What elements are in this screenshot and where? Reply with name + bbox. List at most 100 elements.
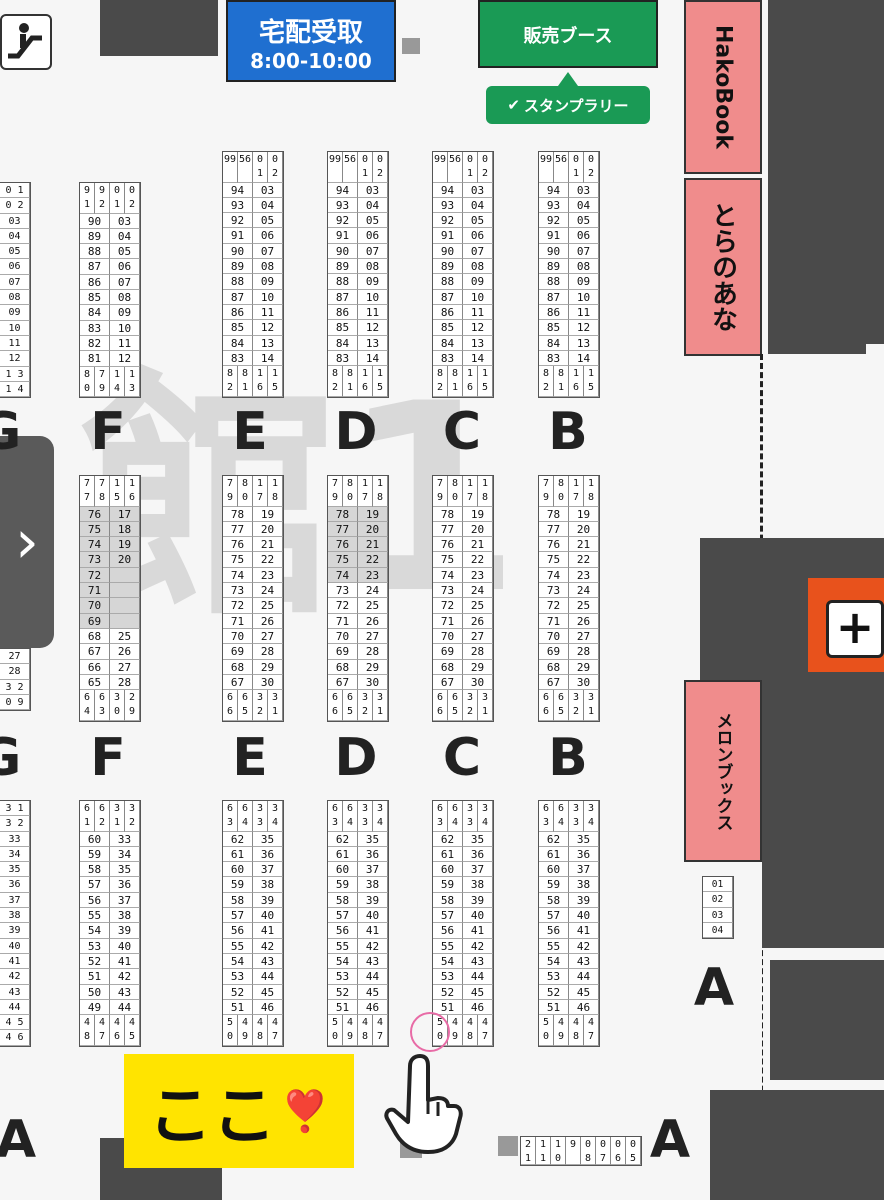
hakobook-booth[interactable]: HakoBook — [684, 0, 762, 174]
booth-number[interactable]: 0 7 — [596, 1137, 611, 1165]
booth-number[interactable]: 8 1 — [238, 366, 253, 397]
booth-number[interactable]: 94 — [328, 182, 358, 198]
booth-number[interactable]: 06 — [253, 228, 283, 244]
booth-number[interactable]: 44 — [358, 969, 388, 985]
booth-number[interactable]: 69 — [539, 644, 569, 660]
booth-number[interactable]: 04 — [358, 197, 388, 214]
booth-number[interactable]: 06 — [569, 228, 599, 244]
booth-number[interactable]: 33 — [110, 831, 140, 847]
booth-number[interactable]: 03 — [569, 182, 599, 198]
booth-number[interactable]: 7 8 — [95, 476, 110, 507]
booth-number[interactable]: 72 — [328, 598, 358, 614]
booth-number[interactable]: 7 9 — [328, 476, 343, 507]
booth-number[interactable]: 06 — [358, 228, 388, 244]
booth-number[interactable]: 8 0 — [80, 366, 95, 398]
booth-number[interactable]: 0 5 — [626, 1137, 641, 1165]
booth-number[interactable]: 60 — [223, 862, 253, 878]
booth-number[interactable]: 52 — [223, 984, 253, 1000]
booth-number[interactable]: 35 — [0, 862, 30, 878]
booth-number[interactable]: 19 — [110, 537, 140, 553]
booth-number[interactable]: 55 — [539, 938, 569, 954]
booth-number[interactable]: 13 — [358, 335, 388, 351]
booth-number[interactable]: 41 — [0, 953, 30, 970]
booth-number[interactable]: 6 3 — [539, 801, 554, 832]
booth-number[interactable]: 4 8 — [463, 1015, 478, 1046]
booth-number[interactable]: 76 — [80, 506, 110, 522]
booth-number[interactable]: 71 — [539, 613, 569, 629]
booth-number[interactable]: 07 — [110, 274, 140, 291]
booth-number[interactable]: 85 — [539, 320, 569, 336]
booth-number[interactable]: 35 — [110, 862, 140, 878]
booth-number[interactable]: 08 — [0, 290, 30, 306]
booth-number[interactable]: 67 — [223, 674, 253, 691]
booth-number[interactable]: 03 — [358, 182, 388, 198]
booth-number[interactable]: 5 0 — [223, 1015, 238, 1046]
booth-number[interactable]: 56 — [223, 923, 253, 939]
booth-number[interactable]: 43 — [110, 984, 140, 1000]
booth-number[interactable]: 19 — [253, 506, 283, 522]
booth-number[interactable]: 1 7 — [358, 476, 373, 507]
booth-number[interactable]: 75 — [80, 521, 110, 538]
booth-number[interactable]: 77 — [433, 521, 463, 538]
booth-number[interactable]: 56 — [433, 923, 463, 939]
booth-number[interactable]: 1 8 — [478, 476, 493, 507]
booth-number[interactable]: 10 — [463, 289, 493, 305]
booth-number[interactable]: 43 — [358, 953, 388, 970]
booth-number[interactable]: 40 — [569, 908, 599, 924]
booth-number[interactable]: 1 5 — [268, 366, 283, 397]
booth-number[interactable]: 85 — [223, 320, 253, 336]
booth-number[interactable]: 40 — [463, 908, 493, 924]
booth-number[interactable]: 7 7 — [80, 476, 95, 507]
booth-number[interactable]: 69 — [223, 644, 253, 660]
booth-number[interactable]: 91 — [433, 228, 463, 244]
booth-number[interactable]: 92 — [328, 213, 358, 229]
booth-number[interactable]: 12 — [569, 320, 599, 336]
booth-number[interactable]: 09 — [358, 274, 388, 290]
booth-number[interactable] — [110, 583, 140, 599]
booth-number[interactable]: 57 — [433, 908, 463, 924]
booth-number[interactable]: 1 5 — [110, 476, 125, 507]
booth-number[interactable]: 72 — [223, 598, 253, 614]
booth-number[interactable]: 65 — [80, 674, 110, 691]
booth-number[interactable]: 25 — [463, 598, 493, 614]
booth-number[interactable]: 74 — [223, 567, 253, 584]
booth-number[interactable]: 67 — [328, 674, 358, 691]
stamp-rally-badge[interactable]: ✔ スタンプラリー — [486, 86, 650, 124]
booth-number[interactable]: 30 — [569, 674, 599, 691]
booth-number[interactable]: 29 — [569, 659, 599, 675]
booth-number[interactable]: 20 — [253, 521, 283, 538]
booth-number[interactable]: 73 — [539, 583, 569, 599]
booth-number[interactable]: 04 — [703, 922, 733, 939]
booth-number[interactable]: 40 — [110, 938, 140, 954]
booth-number[interactable]: 93 — [328, 197, 358, 214]
booth-number[interactable]: 74 — [80, 537, 110, 553]
booth-number[interactable]: 55 — [223, 938, 253, 954]
booth-number[interactable]: 83 — [80, 320, 110, 336]
booth-number[interactable]: 22 — [253, 552, 283, 568]
booth-number[interactable]: 39 — [110, 923, 140, 939]
booth-number[interactable]: 3 2 — [253, 690, 268, 721]
booth-number[interactable]: 24 — [358, 583, 388, 599]
booth-number[interactable]: 08 — [358, 259, 388, 275]
booth-number[interactable]: 88 — [223, 274, 253, 290]
booth-number[interactable]: 93 — [433, 197, 463, 214]
booth-number[interactable]: 0 2 — [373, 152, 388, 183]
booth-number[interactable]: 3 4 — [478, 801, 493, 832]
booth-number[interactable]: 52 — [328, 984, 358, 1000]
booth-number[interactable]: 54 — [223, 953, 253, 970]
booth-number[interactable]: 0 6 — [611, 1137, 626, 1165]
booth-number[interactable]: 39 — [0, 923, 30, 939]
booth-number[interactable]: 6 4 — [343, 801, 358, 832]
booth-number[interactable]: 03 — [253, 182, 283, 198]
booth-number[interactable]: 37 — [253, 862, 283, 878]
booth-number[interactable]: 37 — [110, 892, 140, 909]
booth-number[interactable]: 51 — [223, 999, 253, 1016]
booth-number[interactable]: 13 — [463, 335, 493, 351]
booth-number[interactable]: 39 — [253, 892, 283, 909]
booth-number[interactable]: 43 — [463, 953, 493, 970]
booth-number[interactable]: 0 1 — [569, 152, 584, 183]
booth-number[interactable]: 67 — [539, 674, 569, 691]
booth-number[interactable]: 3 4 — [584, 801, 599, 832]
